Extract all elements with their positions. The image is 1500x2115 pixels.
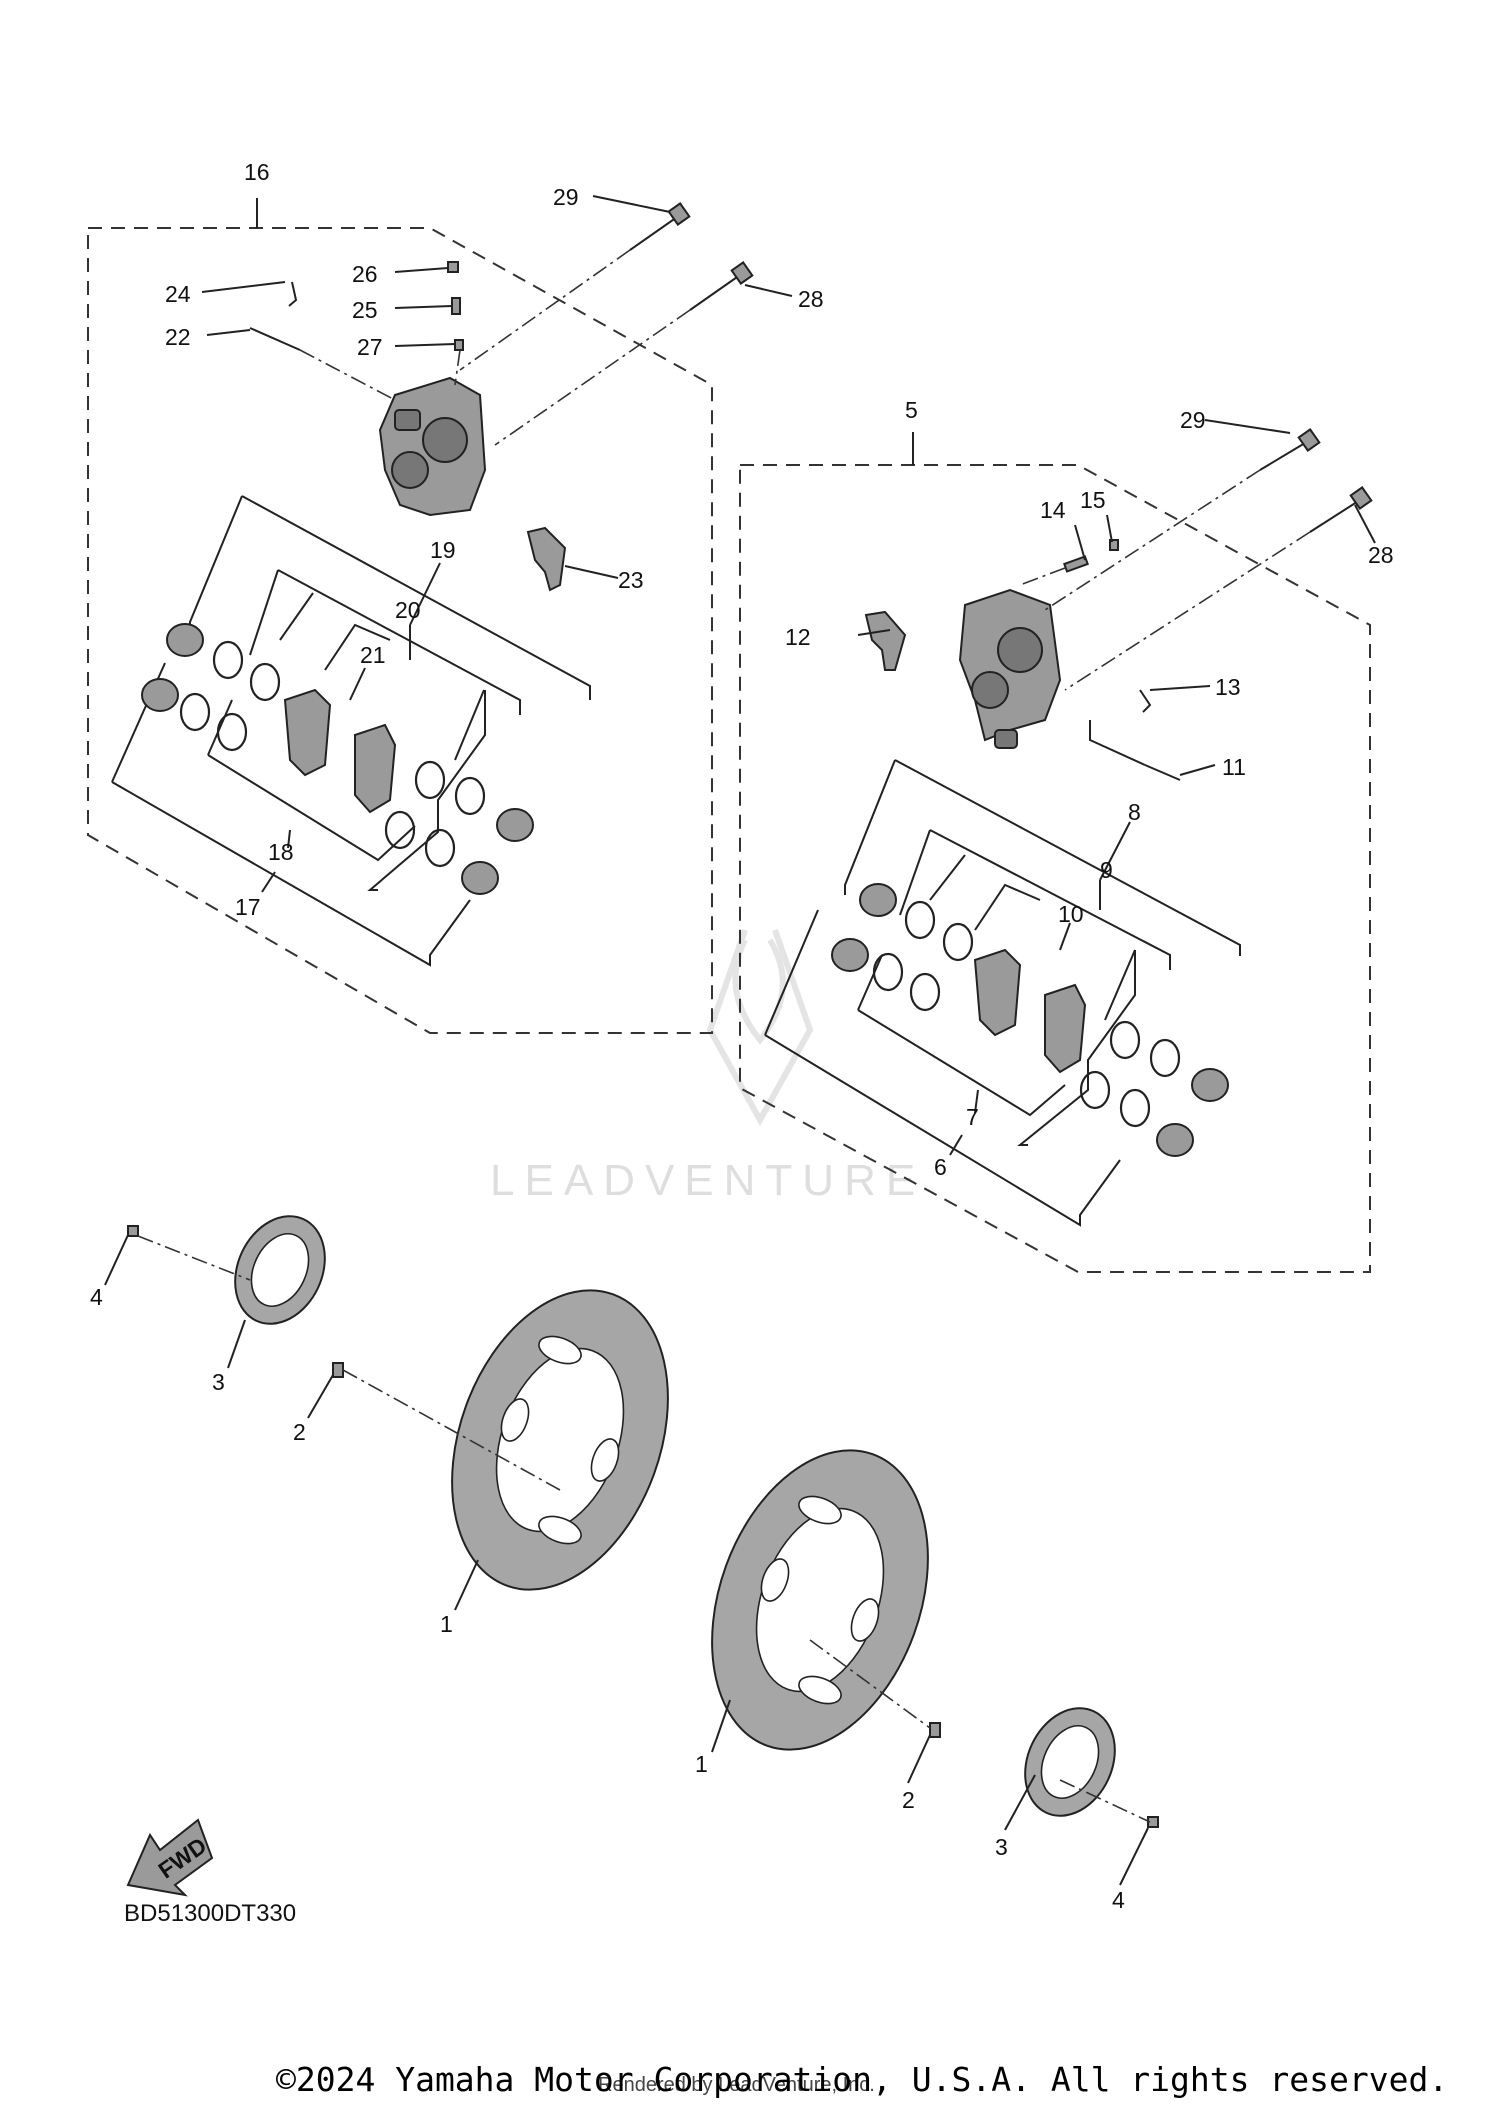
left-pistons bbox=[141, 623, 534, 895]
callout-10: 10 bbox=[1058, 901, 1084, 927]
left-brake-pads bbox=[283, 688, 397, 814]
right-small-parts bbox=[864, 539, 1181, 781]
callout-2-right: 2 bbox=[902, 1787, 915, 1813]
callout-29-right: 29 bbox=[1180, 407, 1206, 433]
callout-25: 25 bbox=[352, 297, 378, 323]
callout-11: 11 bbox=[1222, 754, 1246, 780]
callout-3-right: 3 bbox=[995, 1834, 1008, 1860]
callout-3-left: 3 bbox=[212, 1369, 225, 1395]
left-caliper-assembly bbox=[87, 198, 754, 1034]
left-piston-seal-frames bbox=[111, 495, 591, 967]
callout-5: 5 bbox=[905, 397, 918, 423]
left-small-parts bbox=[249, 261, 464, 401]
callout-16: 16 bbox=[244, 159, 270, 185]
right-small-rotor-hub bbox=[1024, 1707, 1159, 1828]
callout-22: 22 bbox=[165, 324, 191, 350]
callout-17: 17 bbox=[235, 894, 261, 920]
right-bolt-29 bbox=[1259, 428, 1321, 471]
callout-1-left: 1 bbox=[440, 1611, 453, 1637]
callout-13: 13 bbox=[1215, 674, 1241, 700]
callout-24: 24 bbox=[165, 281, 191, 307]
callout-15: 15 bbox=[1080, 487, 1106, 513]
callout-14: 14 bbox=[1040, 497, 1066, 523]
callout-2-left: 2 bbox=[293, 1419, 306, 1445]
left-seals bbox=[179, 640, 486, 868]
left-caliper-body bbox=[378, 376, 487, 517]
callout-7: 7 bbox=[966, 1104, 979, 1130]
callout-26: 26 bbox=[352, 261, 378, 287]
right-seals bbox=[872, 900, 1181, 1128]
copyright-text: ©2024 Yamaha Motor Corporation, U.S.A. A… bbox=[276, 2060, 1449, 2099]
callout-28-left: 28 bbox=[798, 286, 824, 312]
callout-20: 20 bbox=[395, 597, 421, 623]
callout-4-left: 4 bbox=[90, 1284, 103, 1310]
callout-27: 27 bbox=[357, 334, 383, 360]
left-bolt-29 bbox=[629, 202, 691, 251]
callout-9: 9 bbox=[1100, 857, 1113, 883]
callout-8: 8 bbox=[1128, 799, 1141, 825]
rendered-by-text: Rendered by LeadVenture, Inc. bbox=[598, 2074, 875, 2096]
fwd-arrow: FWD bbox=[126, 1818, 214, 1897]
diagram-code: BD51300DT330 bbox=[124, 1900, 297, 1927]
callout-6: 6 bbox=[934, 1154, 947, 1180]
callout-19: 19 bbox=[430, 537, 456, 563]
right-assembly-boundary bbox=[739, 464, 1371, 1273]
callout-23: 23 bbox=[618, 567, 644, 593]
left-bolt-28 bbox=[689, 261, 754, 311]
right-caliper-body bbox=[958, 588, 1062, 749]
left-assembly-boundary bbox=[87, 227, 713, 1034]
left-brake-disc bbox=[332, 1289, 669, 1591]
callout-4-right: 4 bbox=[1112, 1887, 1125, 1913]
leadventure-watermark: LEADVENTURE bbox=[490, 929, 925, 1205]
callout-labels: 16 29 28 24 22 26 25 27 23 19 20 21 18 1… bbox=[90, 159, 1394, 1913]
left-small-rotor-hub bbox=[127, 1215, 326, 1325]
right-bolt-28 bbox=[1309, 486, 1373, 533]
callout-29-left: 29 bbox=[553, 184, 579, 210]
right-caliper-assembly bbox=[739, 428, 1373, 1273]
callout-28-right: 28 bbox=[1368, 542, 1394, 568]
callout-1-right: 1 bbox=[695, 1751, 708, 1777]
callout-21: 21 bbox=[360, 642, 386, 668]
right-brake-pads bbox=[973, 948, 1087, 1074]
right-pistons bbox=[831, 883, 1229, 1157]
right-brake-disc bbox=[711, 1449, 941, 1751]
watermark-text: LEADVENTURE bbox=[490, 1156, 925, 1205]
callout-12: 12 bbox=[785, 624, 811, 650]
callout-18: 18 bbox=[268, 839, 294, 865]
leader-lines bbox=[104, 195, 1376, 1886]
right-piston-seal-frames bbox=[764, 759, 1241, 1227]
left-pad-spring bbox=[526, 526, 567, 592]
